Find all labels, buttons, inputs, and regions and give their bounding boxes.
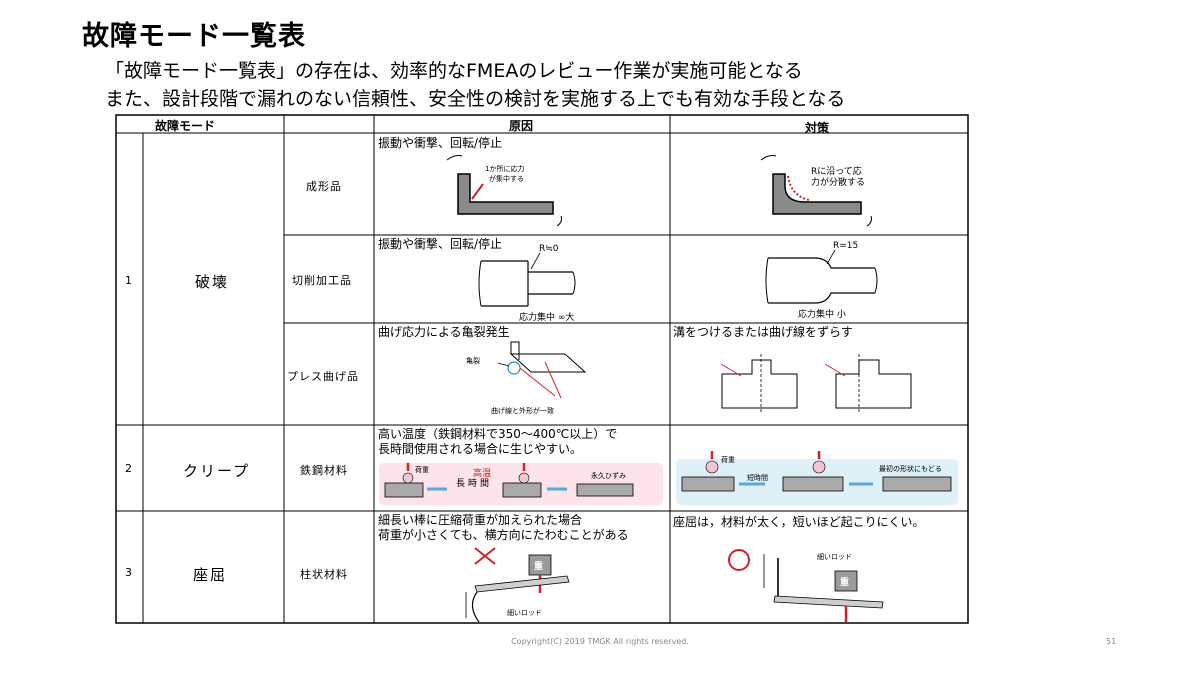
row-1-number: 1 [125, 274, 132, 287]
row-1c-measure-text: 溝をつけるまたは曲げ線をずらす [673, 325, 853, 339]
row-1c-label: プレス曲げ品 [287, 370, 359, 383]
row-2-number: 2 [125, 462, 132, 475]
row-1b-cause-text: 振動や衝撃、回転/停止 [378, 237, 503, 251]
subtitle-line-1: 「故障モード一覧表」の存在は、効率的なFMEAのレビュー作業が実施可能となる [105, 60, 803, 82]
row-3-number: 3 [125, 566, 132, 579]
row-1a-measure-note-1: Rに沿って応 [811, 167, 862, 177]
row-1c-cause-crack: 亀裂 [466, 357, 480, 365]
failure-mode-table: 故障モード 原因 対策 1 破壊 成形品 振動や衝撃、回転/停止 1か所に応力 … [115, 114, 969, 624]
row-2-cause-text-1: 高い温度（鉄鋼材料で350～400℃以上）で [378, 427, 618, 441]
molded-part-cause-figure [446, 155, 562, 227]
page-number: 51 [1106, 637, 1117, 646]
row-1a-cause-note-2: が集中する [489, 175, 524, 183]
row-2-mode: クリープ [183, 462, 251, 480]
row-3-measure-text: 座屈は，材料が太く，短いほど起こりにくい。 [673, 515, 925, 529]
row-1b-cause-caption: 応力集中 ∞大 [519, 313, 575, 323]
row-1b-measure-radius: R=15 [833, 241, 859, 251]
row-3-mode: 座屈 [193, 566, 228, 584]
row-3-cause-weight: 重 [534, 562, 544, 572]
creep-cause-figure [379, 463, 663, 505]
row-1a-measure-note-2: 力が分散する [811, 178, 866, 188]
machined-shaft-cause-figure [478, 252, 576, 307]
page-title: 故障モード一覧表 [82, 21, 306, 52]
press-part-cause-figure [497, 341, 587, 399]
row-2-cause-permanent: 永久ひずみ [591, 472, 626, 480]
row-2-measure-load: 荷重 [721, 456, 735, 464]
row-1a-label: 成形品 [306, 180, 342, 193]
row-1c-cause-caption: 曲げ線と外形が一致 [491, 407, 554, 415]
row-3a-label: 柱状材料 [300, 568, 348, 581]
buckling-measure-figure [728, 549, 884, 622]
header-cause: 原因 [509, 119, 534, 133]
row-1b-label: 切削加工品 [292, 274, 352, 287]
subtitle-line-2: また、設計段階で漏れのない信頼性、安全性の検討を実施する上でも有効な手段となる [105, 88, 846, 110]
buckling-cause-figure [465, 547, 570, 623]
row-2-cause-load: 荷重 [415, 466, 429, 474]
header-mode: 故障モード [155, 119, 216, 133]
row-1-mode: 破壊 [195, 273, 230, 291]
row-1b-cause-radius: R≒0 [539, 244, 559, 254]
row-1b-measure-caption: 応力集中 小 [798, 310, 846, 320]
row-2-measure-return: 最初の形状にもどる [879, 465, 942, 473]
row-3-cause-rod: 細いロッド [507, 609, 542, 617]
row-2-cause-text-2: 長時間使用される場合に生じやすい。 [378, 442, 583, 456]
row-3-cause-text-1: 細長い棒に圧縮荷重が加えられた場合 [378, 513, 583, 527]
row-1a-cause-text: 振動や衝撃、回転/停止 [378, 136, 503, 150]
row-2-measure-short: 短時間 [747, 474, 768, 482]
row-1a-cause-note-1: 1か所に応力 [485, 165, 525, 173]
row-1c-cause-text: 曲げ応力による亀裂発生 [378, 325, 510, 339]
molded-part-measure-figure [760, 155, 872, 227]
machined-shaft-measure-figure [765, 249, 878, 304]
press-part-measure-figure [720, 354, 912, 414]
row-2-cause-long: 長時間 [456, 479, 493, 489]
copyright-footer: Copyright(C) 2019 TMGK All rights reserv… [511, 637, 689, 646]
row-3-measure-weight: 重 [840, 578, 850, 588]
row-2-cause-hot: 高温 [473, 469, 492, 479]
row-2a-label: 鉄鋼材料 [300, 464, 348, 477]
row-3-cause-text-2: 荷重が小さくても、横方向にたわむことがある [378, 528, 629, 542]
header-measure: 対策 [805, 121, 830, 135]
table-grid [115, 114, 969, 624]
creep-measure-figure [676, 451, 958, 505]
row-3-measure-rod: 細いロッド [817, 553, 852, 561]
